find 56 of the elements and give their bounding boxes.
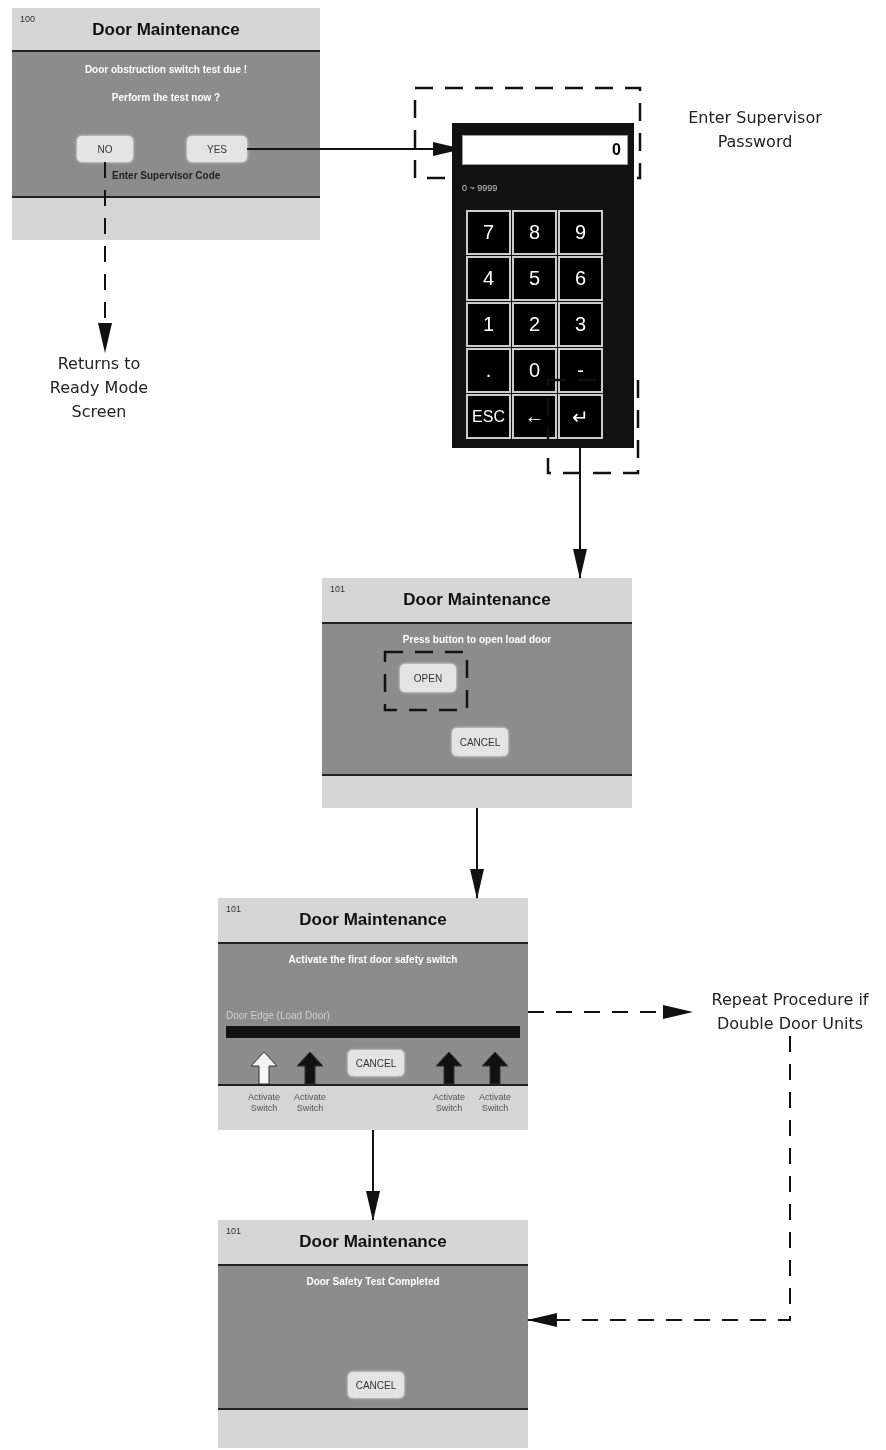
screen-title: Door Maintenance [298, 910, 448, 930]
key-button: ↵ [558, 394, 603, 439]
message-text: Activate the first door safety switch [287, 954, 459, 965]
key-button: ESC [466, 394, 511, 439]
arrow [470, 807, 484, 899]
button: YES [187, 136, 247, 162]
message-text: Door Edge (Load Door) [226, 1010, 330, 1021]
input-field: 0 [462, 135, 628, 165]
switch-caption: Activate Switch [478, 1092, 512, 1114]
screen-title: Door Maintenance [91, 20, 241, 40]
switch-caption: Activate Switch [247, 1092, 281, 1114]
screen-number: 101 [226, 904, 242, 914]
note-text: Repeat Procedure if Double Door Units [692, 988, 886, 1036]
screen-panel [322, 578, 632, 808]
annotation-text: Enter Supervisor Password [687, 107, 823, 153]
button: CANCEL [348, 1050, 404, 1076]
message-text: Perform the test now ? [110, 92, 222, 103]
note-text: Returns to Ready Mode Screen [38, 352, 160, 432]
screen-number: 101 [330, 584, 346, 594]
key-button: 2 [512, 302, 557, 347]
message-text: Press button to open load door [401, 634, 553, 645]
screen-title: Door Maintenance [402, 590, 552, 610]
switch-caption: Activate Switch [432, 1092, 466, 1114]
key-button: 5 [512, 256, 557, 301]
key-button: 6 [558, 256, 603, 301]
key-button: 7 [466, 210, 511, 255]
switch-caption: Activate Switch [293, 1092, 327, 1114]
screen-panel [218, 898, 528, 1130]
screen-title: Door Maintenance [298, 1232, 448, 1252]
message-text: Door obstruction switch test due ! [83, 64, 249, 75]
message-text: Door Safety Test Completed [305, 1276, 441, 1287]
screen-panel [12, 8, 320, 240]
button: CANCEL [348, 1372, 404, 1398]
keypad-panel [452, 123, 634, 448]
key-button: 8 [512, 210, 557, 255]
dashed-arrow [527, 1035, 791, 1327]
button: OPEN [400, 664, 456, 692]
key-button: 9 [558, 210, 603, 255]
key-button: 3 [558, 302, 603, 347]
key-button: 4 [466, 256, 511, 301]
key-button: 0 [512, 348, 557, 393]
range-text: 0 ~ 9999 [462, 183, 498, 193]
screen-number: 101 [226, 1226, 242, 1236]
button: CANCEL [452, 728, 508, 756]
key-button: ← [512, 394, 557, 439]
button: NO [77, 136, 133, 162]
arrow [246, 142, 463, 156]
message-text: Enter Supervisor Code [112, 170, 221, 181]
dashed-arrow [527, 1005, 693, 1019]
arrow [366, 1129, 380, 1221]
screen-panel [218, 1220, 528, 1448]
key-button: . [466, 348, 511, 393]
dashed-arrow [98, 161, 112, 353]
screen-number: 100 [20, 14, 36, 24]
key-button: - [558, 348, 603, 393]
key-button: 1 [466, 302, 511, 347]
